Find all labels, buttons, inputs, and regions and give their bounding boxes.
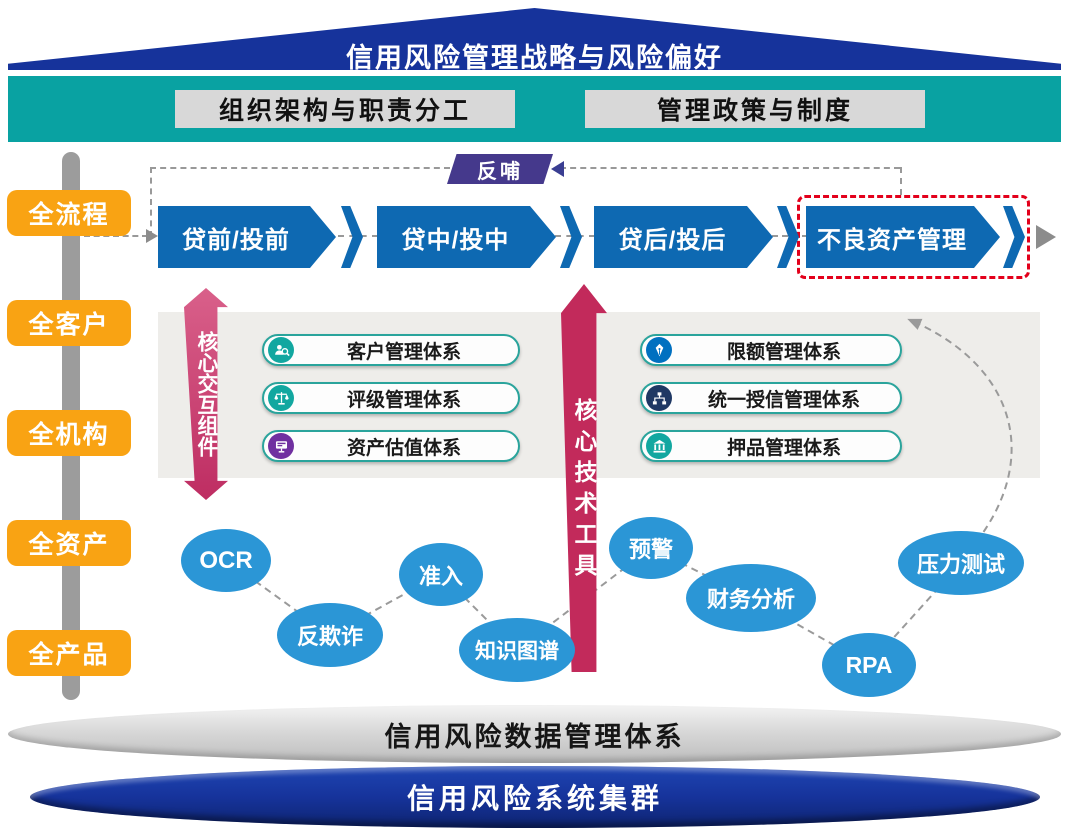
- system-pill-label: 统一授信管理体系: [707, 389, 860, 411]
- feedback-dash-left-horizontal: [150, 167, 450, 169]
- tech-bubble-knowledge-graph: 知识图谱: [459, 618, 575, 682]
- system-pill-customer: 客户管理体系: [262, 334, 520, 366]
- feedback-dash-right-vertical: [900, 167, 902, 195]
- chevron-icon: [777, 206, 799, 268]
- axis-label-all-assets: 全资产: [7, 520, 131, 566]
- valuation-screen-icon: [268, 433, 294, 459]
- system-pill-rating: 评级管理体系: [262, 382, 520, 414]
- system-pill-label: 资产估值体系: [346, 437, 461, 459]
- org-chart-icon: [646, 385, 672, 411]
- system-pill-valuation: 资产估值体系: [262, 430, 520, 462]
- stage-mid-loan: 贷中/投中: [377, 206, 556, 268]
- chevron-icon: [341, 206, 363, 268]
- org-structure-box: 组织架构与职责分工: [175, 90, 515, 128]
- axis-label-full-process: 全流程: [7, 190, 131, 236]
- pen-nib-icon: [646, 337, 672, 363]
- feedback-dash-left-vertical: [150, 167, 152, 237]
- stage-post-loan: 贷后/投后: [594, 206, 773, 268]
- chevron-icon: [560, 206, 582, 268]
- stage-pre-loan: 贷前/投前: [158, 206, 336, 268]
- data-management-platter: 信用风险数据管理体系: [8, 705, 1061, 763]
- system-pill-limit: 限额管理体系: [640, 334, 902, 366]
- axis-label-all-customers: 全客户: [7, 300, 131, 346]
- tech-bubble-rpa: RPA: [822, 633, 916, 697]
- system-pill-label: 押品管理体系: [726, 437, 841, 459]
- policy-system-box: 管理政策与制度: [585, 90, 925, 128]
- system-pill-label: 限额管理体系: [726, 341, 841, 363]
- exit-arrowhead-icon: [1036, 225, 1056, 249]
- bank-icon: [646, 433, 672, 459]
- stage-npl-management: 不良资产管理: [806, 206, 1000, 268]
- tech-bubble-antifraud: 反欺诈: [277, 603, 383, 667]
- customer-search-icon: [268, 337, 294, 363]
- system-pill-collateral: 押品管理体系: [640, 430, 902, 462]
- tech-bubble-early-warning: 预警: [609, 517, 693, 579]
- axis-label-all-products: 全产品: [7, 630, 131, 676]
- entry-dash-line: [84, 235, 148, 237]
- system-pill-label: 客户管理体系: [346, 341, 461, 363]
- feedback-arrowhead-icon: [551, 161, 564, 177]
- entry-arrowhead-icon: [146, 229, 158, 243]
- scales-icon: [268, 385, 294, 411]
- feedback-dash-right-horizontal: [560, 167, 900, 169]
- tech-bubble-stress-test: 压力测试: [898, 531, 1024, 595]
- axis-label-all-institutions: 全机构: [7, 410, 131, 456]
- feedback-ribbon: 反哺: [447, 154, 553, 184]
- tech-bubble-admission: 准入: [399, 543, 483, 606]
- tech-bubble-ocr: OCR: [181, 529, 271, 592]
- strategy-roof-title: 信用风险管理战略与风险偏好: [346, 43, 723, 73]
- system-pill-unified-credit: 统一授信管理体系: [640, 382, 902, 414]
- system-pill-label: 评级管理体系: [346, 389, 461, 411]
- tech-bubble-financial-analysis: 财务分析: [686, 564, 816, 632]
- system-cluster-platter: 信用风险系统集群: [30, 766, 1040, 828]
